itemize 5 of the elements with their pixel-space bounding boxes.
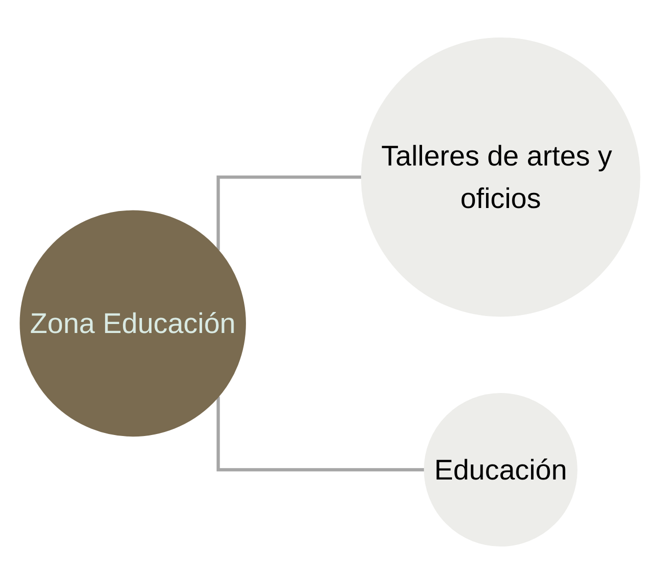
connector xyxy=(216,174,362,250)
node-circle: Talleres de artes y oficios xyxy=(360,36,640,316)
node-circle: Educación xyxy=(423,392,577,546)
node-circle: Zona Educación xyxy=(19,210,246,436)
connector xyxy=(216,396,424,471)
